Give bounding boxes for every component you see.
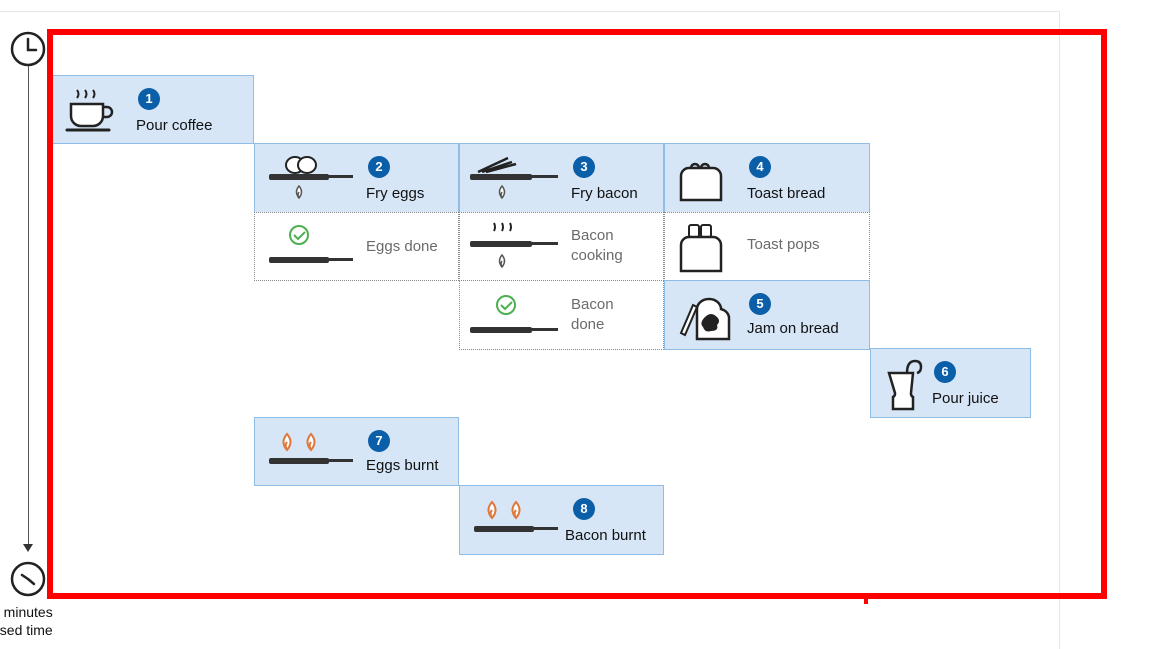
elapsed-time-label: 0 minutes psed time xyxy=(0,603,53,639)
step-bacon-cooking: Bacon cooking xyxy=(459,212,664,281)
step-eggs-done: Eggs done xyxy=(254,212,459,281)
highlight-frame-mark xyxy=(864,598,868,604)
step-eggs-burnt: 7 Eggs burnt xyxy=(254,417,459,486)
step-label-line-2: done xyxy=(571,316,605,333)
pan-check-icon xyxy=(269,225,353,263)
step-pour-juice: 6 Pour juice xyxy=(870,348,1031,418)
step-label: Toast bread xyxy=(747,185,826,202)
toaster-pop-icon xyxy=(679,224,723,273)
step-toast-bread: 4 Toast bread xyxy=(664,143,870,213)
step-label: Fry eggs xyxy=(366,185,425,202)
clock-start-icon xyxy=(10,31,46,67)
pan-fire-icon xyxy=(474,500,558,532)
pan-steam-icon xyxy=(470,222,558,269)
diagram-panel xyxy=(0,11,1060,649)
step-label: Eggs done xyxy=(366,238,438,255)
step-fry-eggs: 2 Fry eggs xyxy=(254,143,459,213)
step-number-badge: 4 xyxy=(749,156,771,178)
toaster-icon xyxy=(679,162,723,202)
step-bacon-burnt: 8 Bacon burnt xyxy=(459,485,664,555)
jam-bread-icon xyxy=(679,297,731,341)
step-number-badge: 7 xyxy=(368,430,390,452)
step-toast-pops: Toast pops xyxy=(664,212,870,281)
pan-eggs-icon xyxy=(269,156,353,200)
pan-fire-icon xyxy=(269,432,353,464)
step-label: Eggs burnt xyxy=(366,457,439,474)
step-label: Pour coffee xyxy=(136,117,213,134)
step-bacon-done: Bacon done xyxy=(459,280,664,350)
step-label: Pour juice xyxy=(932,390,999,407)
elapsed-line-1: 0 minutes xyxy=(0,604,53,620)
step-number-badge: 6 xyxy=(934,361,956,383)
pan-check-icon xyxy=(470,295,558,333)
step-label-line-1: Bacon xyxy=(571,296,614,313)
step-label-line-2: cooking xyxy=(571,247,623,264)
step-label: Jam on bread xyxy=(747,320,839,337)
step-number-badge: 2 xyxy=(368,156,390,178)
step-number-badge: 8 xyxy=(573,498,595,520)
elapsed-line-2: psed time xyxy=(0,622,53,638)
step-number-badge: 3 xyxy=(573,156,595,178)
timeline-arrow xyxy=(23,544,33,552)
highlight-frame xyxy=(47,29,1107,599)
pan-bacon-icon xyxy=(470,156,558,200)
step-number-badge: 1 xyxy=(138,88,160,110)
juice-glass-icon xyxy=(887,359,923,411)
step-label: Bacon burnt xyxy=(565,527,646,544)
clock-end-icon xyxy=(10,561,46,597)
coffee-cup-icon xyxy=(65,89,114,132)
step-label: Bacon cooking xyxy=(571,226,623,266)
step-label-line-1: Bacon xyxy=(571,227,614,244)
step-label: Fry bacon xyxy=(571,185,638,202)
step-pour-coffee: 1 Pour coffee xyxy=(50,75,254,144)
timeline-axis xyxy=(28,66,29,548)
step-jam-on-bread: 5 Jam on bread xyxy=(664,280,870,350)
step-number-badge: 5 xyxy=(749,293,771,315)
step-label: Bacon done xyxy=(571,295,614,335)
step-label: Toast pops xyxy=(747,236,820,253)
